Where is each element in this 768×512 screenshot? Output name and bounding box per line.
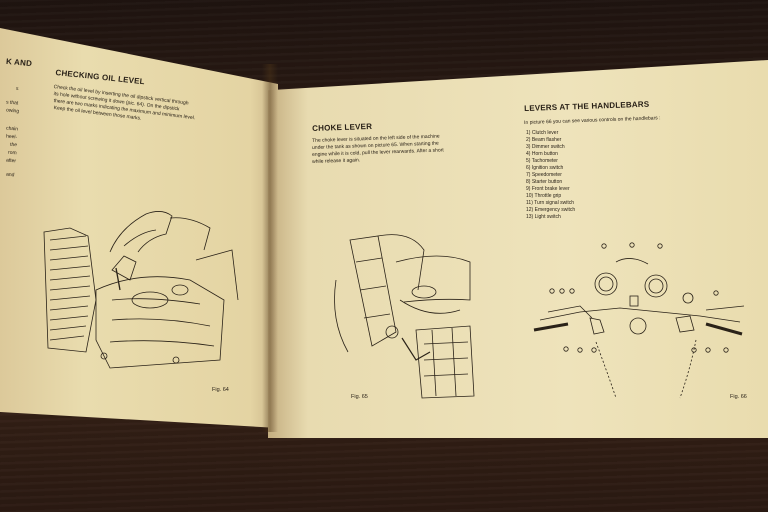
control-item: 6) Ignition switch	[526, 165, 564, 171]
control-item: 3) Dimmer switch	[526, 144, 565, 150]
control-item: 9) Front brake lever	[526, 186, 570, 192]
figure-64-illustration	[43, 211, 239, 369]
control-item: 13) Light switch	[526, 214, 561, 220]
figure-65-illustration	[334, 234, 475, 399]
figure-66-label: Fig. 66	[730, 394, 747, 400]
right-page	[268, 60, 768, 438]
control-item: 2) Beam flasher	[526, 137, 562, 143]
control-item: 8) Starter button	[526, 179, 563, 185]
control-item: 4) Horn button	[526, 151, 558, 157]
control-item: 12) Emergency switch	[526, 207, 576, 213]
book-spine-shadow	[262, 64, 278, 432]
control-item: 7) Speedometer	[526, 172, 562, 178]
control-item: 11) Turn signal switch	[526, 200, 574, 206]
figure-66-illustration	[533, 242, 745, 399]
control-item: 5) Tachometer	[526, 158, 558, 164]
figure-64-label: Fig. 64	[212, 387, 229, 393]
control-item: 10) Throttle grip	[526, 193, 562, 199]
figure-65-label: Fig. 65	[351, 394, 368, 400]
control-item: 1) Clutch lever	[526, 130, 559, 136]
left-page	[0, 28, 278, 428]
